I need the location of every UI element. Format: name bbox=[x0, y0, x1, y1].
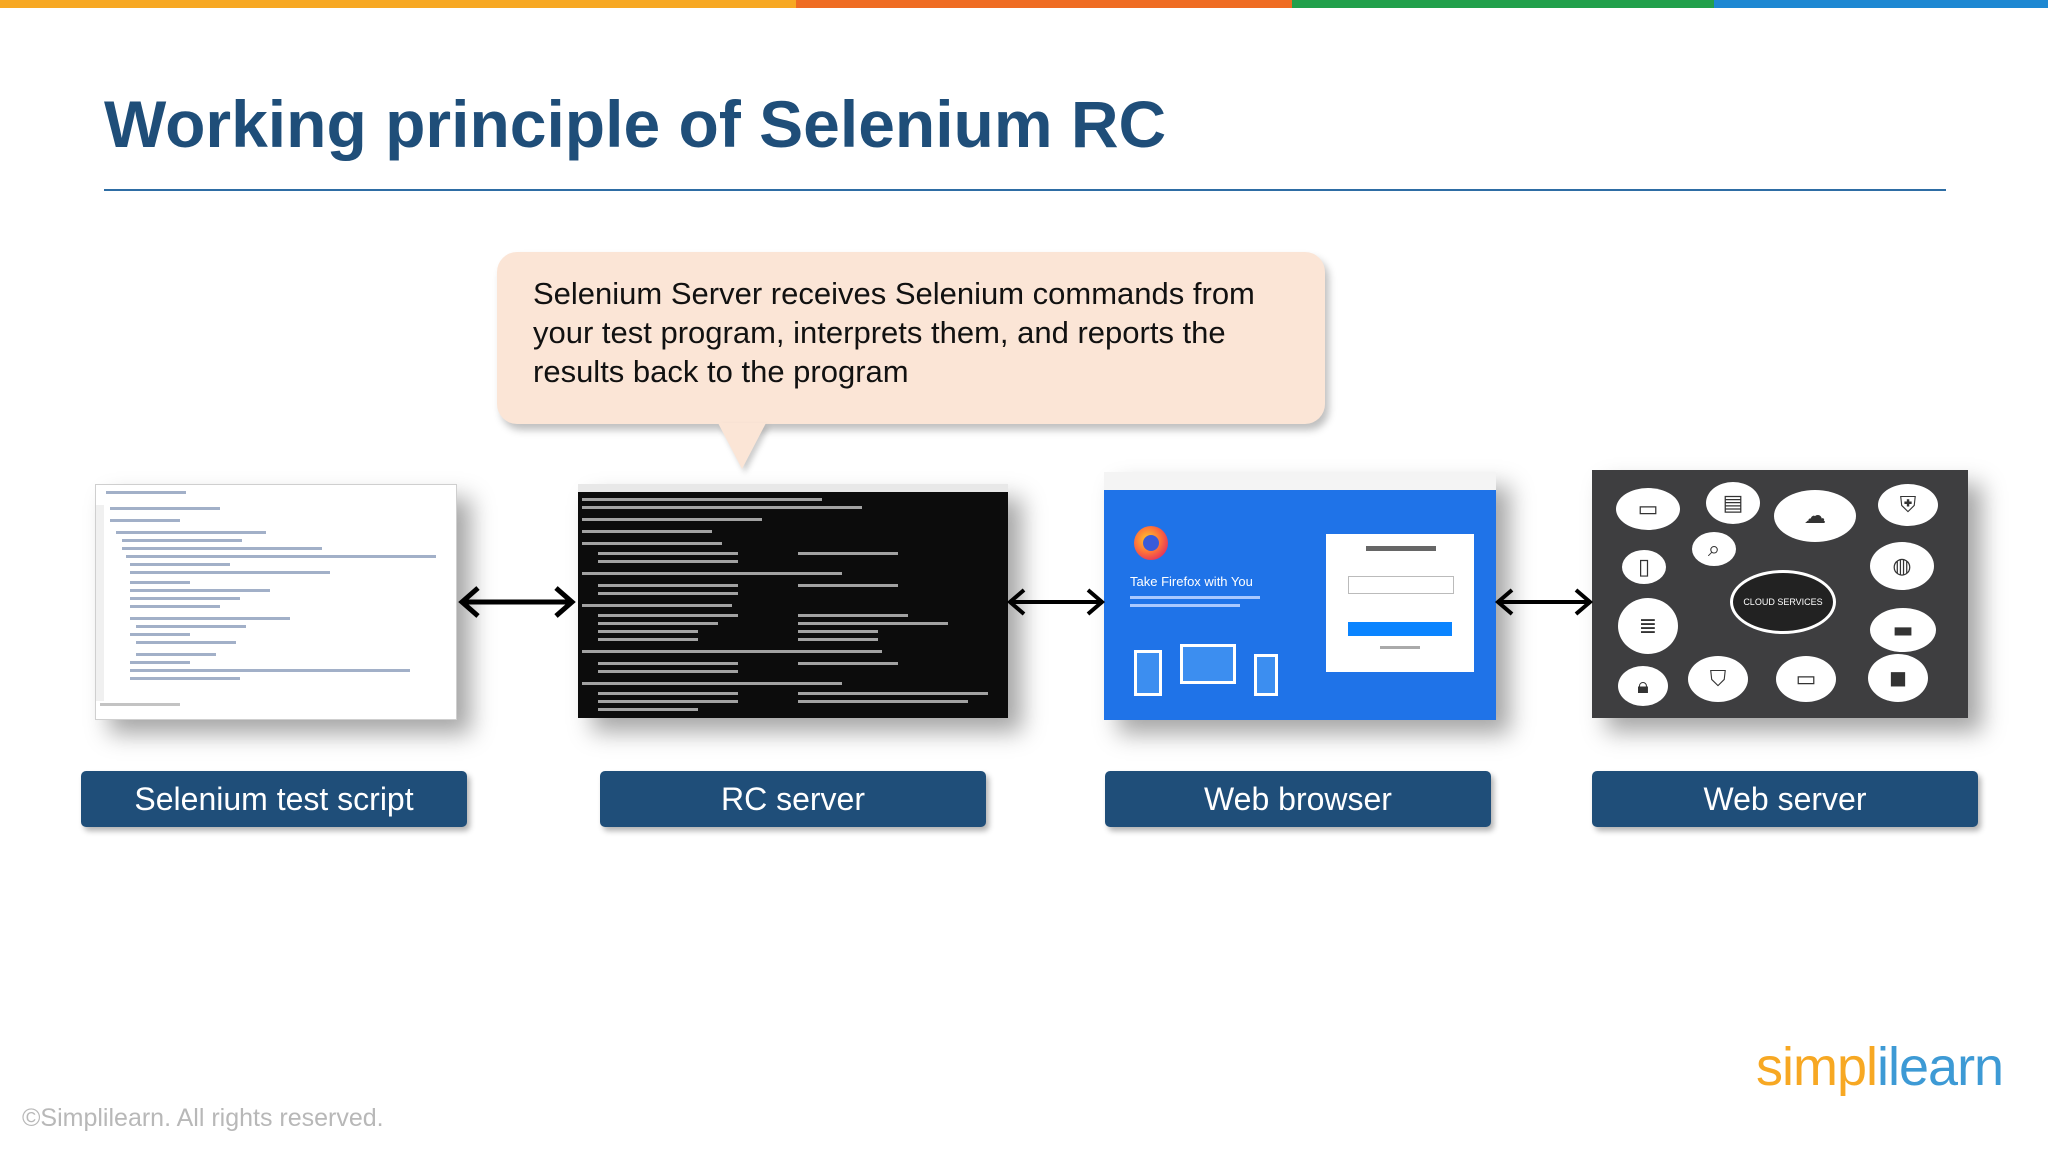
label-web-browser: Web browser bbox=[1105, 771, 1491, 827]
globe-icon: ◍ bbox=[1870, 542, 1934, 590]
database-icon: ◼ bbox=[1868, 654, 1928, 702]
label-rc-server: RC server bbox=[600, 771, 986, 827]
lock-icon: 🔒︎ bbox=[1618, 666, 1668, 706]
cloud-upload-icon: ☁ bbox=[1774, 490, 1856, 542]
tablet-icon: ▯ bbox=[1622, 550, 1666, 584]
color-bar-green bbox=[1292, 0, 1714, 8]
bidirectional-arrow-icon bbox=[1494, 588, 1594, 616]
security-shield-icon: ⛉ bbox=[1688, 656, 1748, 702]
label-selenium-test-script: Selenium test script bbox=[81, 771, 467, 827]
simplilearn-logo: simplilearn bbox=[1756, 1037, 2004, 1097]
bidirectional-arrow-icon bbox=[1006, 588, 1106, 616]
cloud-services-thumbnail: ▭ ▤ ☁ ⛨ ▯ ⌕ ◍ ≣ ▬ 🔒︎ ⛉ ▭ ◼ CLOUD SERVICE… bbox=[1592, 470, 1968, 718]
firefox-browser-thumbnail: Take Firefox with You bbox=[1104, 472, 1496, 720]
email-signup-card bbox=[1326, 534, 1474, 672]
router-icon: ▬ bbox=[1870, 608, 1936, 652]
copyright-notice: ©Simplilearn. All rights reserved. bbox=[22, 1104, 384, 1132]
callout-pointer bbox=[718, 423, 766, 469]
code-editor-thumbnail bbox=[95, 484, 457, 720]
label-web-server: Web server bbox=[1592, 771, 1978, 827]
command-prompt-thumbnail bbox=[578, 484, 1008, 718]
title-underline bbox=[104, 189, 1946, 191]
document-icon: ▤ bbox=[1706, 482, 1760, 524]
server-rack-icon: ≣ bbox=[1618, 598, 1678, 654]
slide-title: Working principle of Selenium RC bbox=[104, 87, 1167, 161]
bidirectional-arrow-icon bbox=[458, 586, 576, 618]
callout-text: Selenium Server receives Selenium comman… bbox=[533, 276, 1255, 389]
desktop-icon: ▭ bbox=[1616, 488, 1680, 530]
color-bar-blue bbox=[1714, 0, 2048, 8]
cloud-services-hub: CLOUD SERVICES bbox=[1730, 570, 1836, 634]
firefox-logo-icon bbox=[1134, 526, 1168, 560]
shield-check-icon: ⛨ bbox=[1878, 484, 1938, 526]
magnifier-icon: ⌕ bbox=[1692, 532, 1736, 566]
color-bar-orange bbox=[0, 0, 796, 8]
monitor-icon: ▭ bbox=[1776, 656, 1836, 702]
top-color-bar bbox=[0, 0, 2048, 8]
callout-bubble: Selenium Server receives Selenium comman… bbox=[497, 252, 1325, 424]
color-bar-red-orange bbox=[796, 0, 1292, 8]
firefox-heading: Take Firefox with You bbox=[1130, 574, 1253, 589]
